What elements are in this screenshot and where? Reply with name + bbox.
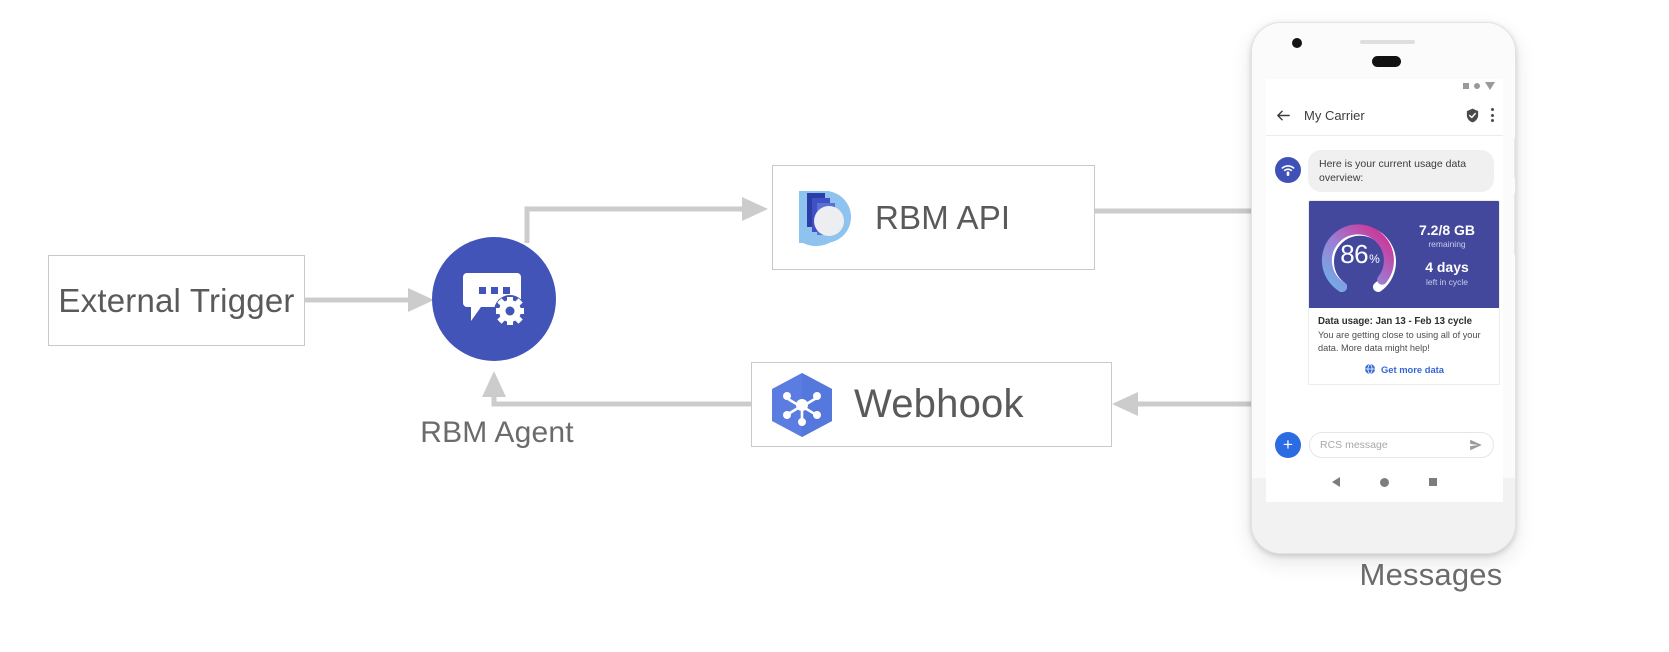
- node-webhook[interactable]: Webhook: [751, 362, 1112, 447]
- signal-square-icon: [1463, 83, 1469, 89]
- node-external-trigger[interactable]: External Trigger: [48, 255, 305, 346]
- rbm-agent-caption: RBM Agent: [420, 416, 574, 449]
- external-trigger-label: External Trigger: [58, 281, 295, 319]
- gauge-percent-value: 86: [1340, 239, 1369, 270]
- card-description: You are getting close to using all of yo…: [1318, 330, 1481, 353]
- earpiece-speaker: [1372, 56, 1401, 67]
- rcs-message-placeholder: RCS message: [1320, 439, 1388, 451]
- earpiece-slit: [1360, 40, 1415, 44]
- message-bubble: Here is your current usage data overview…: [1308, 150, 1494, 193]
- plus-icon[interactable]: +: [1275, 432, 1301, 458]
- app-bar: My Carrier: [1266, 95, 1503, 136]
- avatar: [1275, 157, 1301, 183]
- node-rbm-api[interactable]: RBM API: [772, 165, 1095, 270]
- message-text: Here is your current usage data overview…: [1319, 158, 1467, 185]
- front-camera-icon: [1292, 38, 1302, 48]
- card-body: Data usage: Jan 13 - Feb 13 cycle You ar…: [1309, 308, 1499, 384]
- shield-check-icon[interactable]: [1465, 108, 1480, 123]
- days-left-value: 4 days: [1425, 259, 1469, 276]
- rich-card[interactable]: 86 % 7.2/8 GB remaining 4 days left in c…: [1308, 200, 1500, 386]
- webhook-hexagon-icon: [772, 372, 832, 437]
- wifi-icon: [1281, 165, 1295, 176]
- nav-home-icon[interactable]: [1380, 477, 1389, 487]
- connector-webhook-to-agent: [482, 371, 751, 407]
- power-button[interactable]: [1514, 138, 1515, 178]
- get-more-data-label: Get more data: [1380, 363, 1445, 375]
- phone-top-bezel: [1252, 23, 1515, 79]
- connector-external-to-agent: [305, 288, 434, 312]
- usage-summary: 7.2/8 GB remaining 4 days left in cycle: [1403, 221, 1491, 287]
- wifi-dot-icon: [1474, 83, 1480, 89]
- rbm-api-label: RBM API: [875, 198, 1011, 236]
- android-nav-bar: [1266, 468, 1503, 496]
- status-bar: [1266, 79, 1503, 95]
- usage-gauge: 86 %: [1317, 212, 1403, 298]
- connector-agent-to-api: [524, 197, 768, 243]
- conversation-pane: Here is your current usage data overview…: [1266, 136, 1503, 502]
- card-hero: 86 % 7.2/8 GB remaining 4 days left in c…: [1309, 201, 1499, 309]
- battery-triangle-icon: [1485, 82, 1495, 90]
- arrow-left-icon[interactable]: [1275, 107, 1292, 124]
- nav-recents-icon[interactable]: [1429, 478, 1437, 486]
- volume-button[interactable]: [1514, 193, 1515, 255]
- phone-screen: My Carrier: [1266, 79, 1503, 502]
- data-remaining-label: remaining: [1428, 239, 1466, 250]
- composer: + RCS message: [1275, 432, 1494, 458]
- get-more-data-button[interactable]: Get more data: [1318, 363, 1490, 375]
- more-vertical-icon[interactable]: [1491, 108, 1494, 122]
- rcs-message-input[interactable]: RCS message: [1309, 432, 1494, 458]
- send-icon[interactable]: [1469, 438, 1483, 452]
- webhook-label: Webhook: [854, 382, 1024, 426]
- globe-icon: [1364, 363, 1375, 375]
- days-left-label: left in cycle: [1425, 276, 1469, 287]
- data-remaining-value: 7.2/8 GB: [1418, 221, 1476, 238]
- phone-device: My Carrier: [1251, 22, 1516, 554]
- node-rbm-agent[interactable]: [432, 237, 556, 361]
- nav-back-icon[interactable]: [1332, 477, 1340, 487]
- rbm-droplet-icon: [799, 190, 851, 246]
- messages-caption: Messages: [1359, 557, 1503, 592]
- gauge-percent-symbol: %: [1369, 252, 1380, 267]
- chat-gear-icon: [463, 273, 526, 327]
- conversation-title: My Carrier: [1304, 107, 1365, 123]
- card-title: Data usage: Jan 13 - Feb 13 cycle: [1318, 316, 1472, 328]
- message-row-incoming: Here is your current usage data overview…: [1275, 150, 1494, 193]
